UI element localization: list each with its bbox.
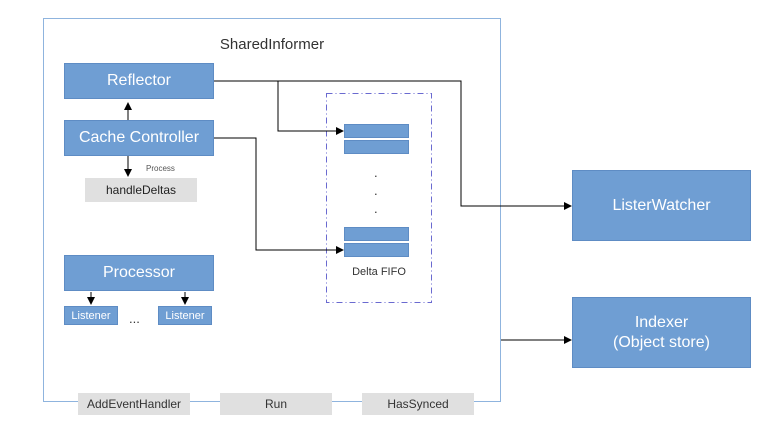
- run-button[interactable]: Run: [220, 393, 332, 415]
- fifo-item: [344, 243, 409, 257]
- listener-box-1[interactable]: Listener: [64, 306, 118, 325]
- add-event-handler-button[interactable]: AddEventHandler: [78, 393, 190, 415]
- indexer-subtitle: (Object store): [613, 333, 710, 351]
- delta-fifo-border: [326, 93, 432, 303]
- has-synced-button[interactable]: HasSynced: [362, 393, 474, 415]
- fifo-item: [344, 227, 409, 241]
- processor-box[interactable]: Processor: [64, 255, 214, 291]
- handle-deltas-box[interactable]: handleDeltas: [85, 178, 197, 202]
- fifo-item: [344, 140, 409, 154]
- lister-watcher-box[interactable]: ListerWatcher: [572, 170, 751, 241]
- process-label: Process: [146, 164, 175, 173]
- reflector-box[interactable]: Reflector: [64, 63, 214, 99]
- listener-box-2[interactable]: Listener: [158, 306, 212, 325]
- listener-ellipsis: ...: [129, 311, 140, 326]
- cache-controller-box[interactable]: Cache Controller: [64, 120, 214, 156]
- fifo-dot: .: [374, 183, 378, 198]
- fifo-dot: .: [374, 165, 378, 180]
- indexer-box[interactable]: Indexer (Object store): [572, 297, 751, 368]
- informer-title: SharedInformer: [219, 36, 325, 53]
- controller-to-fifo-arrow: [214, 137, 344, 254]
- reflector-to-fifo-arrow: [214, 80, 344, 135]
- reflector-to-listerwatcher-arrow: [278, 80, 572, 210]
- fifo-dot: .: [374, 201, 378, 216]
- delta-fifo-label: Delta FIFO: [352, 266, 406, 278]
- indexer-title: Indexer: [634, 313, 689, 331]
- fifo-item: [344, 124, 409, 138]
